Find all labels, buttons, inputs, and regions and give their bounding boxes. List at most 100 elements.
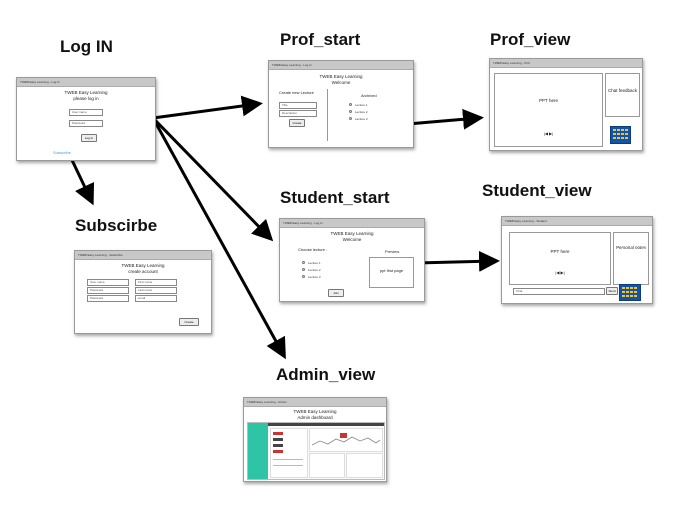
prof-start-titlebar: TWEB Easy Learning - Log In (269, 61, 413, 70)
login-window: TWEB Easy Learning - Log In TWEB Easy Le… (16, 77, 156, 161)
login-heading: TWEB Easy Learning (64, 90, 108, 95)
column-divider (327, 89, 328, 141)
login-button[interactable]: Log In (81, 134, 97, 142)
login-subheading: please log in (73, 96, 99, 101)
subscribe-password-field[interactable]: Password (87, 287, 129, 294)
student-start-subheading: Welcome (342, 237, 362, 242)
student-ppt-panel: PPT here |◀ ▶| (509, 232, 611, 285)
admin-bottom-panel-left (309, 453, 345, 478)
title-student-view: Student_view (482, 181, 592, 200)
student-lecture-label-2: Lecture 2 (308, 267, 321, 272)
lecture-label-3: Lecture 3 (355, 116, 368, 121)
preview-box: ppt first page (369, 257, 414, 288)
title-prof-view: Prof_view (490, 30, 571, 49)
admin-topbar (268, 423, 384, 426)
subscribe-subheading: create account (128, 269, 158, 274)
subscribe-heading: TWEB Easy Learning (121, 263, 165, 268)
prof-view-window: TWEB Easy Learning - Prof PPT here |◀ ▶|… (489, 58, 643, 151)
title-login: Log IN (60, 37, 113, 56)
subscribe-email-field[interactable]: email (135, 295, 177, 302)
admin-titlebar: TWEB Easy Learning - Admin (244, 398, 386, 407)
lecture-radio-3[interactable] (349, 117, 352, 120)
personal-notes-panel[interactable]: Personal notes (613, 232, 649, 285)
title-prof-start: Prof_start (280, 30, 361, 49)
subscribe-password-confirm-field[interactable]: Password (87, 295, 129, 302)
prof-start-window: TWEB Easy Learning - Log In TWEB Easy Le… (268, 60, 414, 148)
create-lecture-button[interactable]: Create (289, 119, 305, 127)
prof-start-subheading: Welcome (331, 80, 351, 85)
admin-line-chart-icon (311, 433, 381, 446)
title-student-start: Student_start (280, 188, 390, 207)
preview-box-text: ppt first page (379, 268, 404, 273)
arrow-login-to-student-start (151, 116, 274, 242)
student-ppt-placeholder: PPT here (550, 249, 570, 254)
grid-app-icon[interactable] (610, 126, 631, 144)
chat-feedback-label: Chat feedback (607, 88, 638, 93)
student-slide-controls[interactable]: |◀ ▶| (555, 270, 565, 275)
grid-dots-icon (613, 129, 628, 139)
admin-dark-bar-1 (273, 438, 283, 441)
admin-bottom-panel-right (346, 453, 383, 478)
ppt-panel: PPT here |◀ ▶| (494, 73, 603, 147)
student-lecture-radio-3[interactable] (302, 275, 305, 278)
admin-chart-panel (309, 428, 383, 452)
lecture-radio-1[interactable] (349, 103, 352, 106)
ppt-placeholder: PPT here (539, 98, 558, 103)
subscribe-lastname-field[interactable]: Last name (135, 287, 177, 294)
choose-lecture-label: Choose lecture : (298, 247, 328, 252)
join-lecture-button[interactable]: Join (328, 289, 344, 297)
archived-label: Archived (361, 93, 377, 98)
arrow-login-to-prof-start (152, 95, 263, 120)
prof-start-heading: TWEB Easy Learning (319, 74, 363, 79)
prof-view-titlebar: TWEB Easy Learning - Prof (490, 59, 642, 68)
student-lecture-radio-2[interactable] (302, 268, 305, 271)
student-grid-dots-icon (622, 287, 637, 297)
chat-input[interactable]: Chat (513, 288, 605, 295)
admin-divider-2 (273, 465, 303, 466)
student-lecture-radio-1[interactable] (302, 261, 305, 264)
student-lecture-label-1: Lecture 1 (308, 260, 321, 265)
student-grid-app-icon[interactable] (619, 284, 641, 301)
subscribe-firstname-field[interactable]: First name (135, 279, 177, 286)
student-start-heading: TWEB Easy Learning (330, 231, 374, 236)
subscribe-window: TWEB Easy Learning - Subscribe TWEB Easy… (74, 250, 212, 334)
username-field[interactable]: User name (69, 109, 103, 116)
subscribe-link[interactable]: Subscribe (53, 150, 71, 155)
admin-sidebar[interactable] (248, 423, 268, 479)
admin-red-bar-1 (273, 432, 283, 435)
title-admin-view: Admin_view (276, 365, 376, 384)
lecture-radio-2[interactable] (349, 110, 352, 113)
student-start-titlebar: TWEB Easy Learning - Log In (280, 219, 424, 228)
admin-dark-bar-2 (273, 444, 283, 447)
chat-feedback-panel: Chat feedback (605, 73, 640, 117)
student-view-titlebar: TWEB Easy Learning - Student (502, 217, 652, 226)
admin-dashboard (247, 422, 385, 480)
slide-controls[interactable]: |◀ ▶| (543, 131, 554, 136)
arrow-student-start-to-student-view (415, 250, 500, 272)
student-start-window: TWEB Easy Learning - Log In TWEB Easy Le… (279, 218, 425, 302)
admin-subheading: Admin dashboard (297, 415, 333, 420)
student-view-window: TWEB Easy Learning - Student PPT here |◀… (501, 216, 653, 304)
title-subscribe: Subscirbe (75, 216, 158, 235)
subscribe-username-field[interactable]: User name (87, 279, 129, 286)
admin-left-panel (270, 428, 308, 478)
create-account-button[interactable]: Create (179, 318, 199, 326)
student-lecture-label-3: Lecture 3 (308, 274, 321, 279)
personal-notes-label: Personal notes (615, 245, 647, 250)
arrow-login-to-subscribe (69, 157, 95, 206)
lecture-label-2: Lecture 2 (355, 109, 368, 114)
arrow-login-to-admin (151, 117, 286, 360)
admin-divider (273, 459, 303, 460)
login-window-titlebar: TWEB Easy Learning - Log In (17, 78, 155, 87)
lecture-description-field[interactable]: Description (279, 110, 317, 117)
lecture-title-field[interactable]: Title (279, 102, 317, 109)
create-lecture-label: Create new Lecture (279, 90, 314, 95)
password-field[interactable]: Password (69, 120, 103, 127)
preview-label: Preview (385, 249, 400, 254)
chat-send-button[interactable]: Send (606, 287, 618, 295)
subscribe-titlebar: TWEB Easy Learning - Subscribe (75, 251, 211, 260)
admin-heading: TWEB Easy Learning (293, 409, 337, 414)
admin-window: TWEB Easy Learning - Admin TWEB Easy Lea… (243, 397, 387, 482)
admin-red-bar-2 (273, 450, 283, 453)
